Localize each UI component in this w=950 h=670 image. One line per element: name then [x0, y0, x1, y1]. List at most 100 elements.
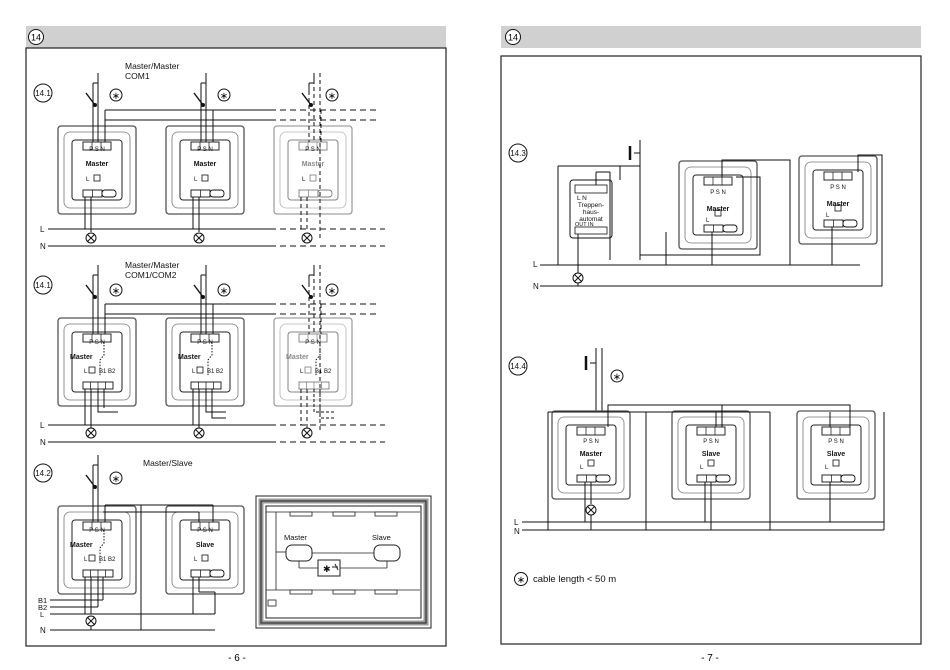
svg-text:L: L: [84, 557, 88, 563]
svg-text:L: L: [40, 421, 45, 430]
diagram-14-2: 14.2 Master/Slave ∗ Master P S N L B1 B2…: [33, 454, 245, 635]
svg-text:∗: ∗: [220, 286, 228, 297]
diagram-14-3: 14.3 L N Treppen- haus- automat OUT IN M…: [508, 140, 883, 291]
svg-text:L: L: [40, 225, 45, 234]
cable-length-star-icon: [109, 283, 123, 297]
svg-text:L: L: [826, 213, 830, 219]
section-number-left: 14: [31, 33, 41, 43]
svg-text:P S N: P S N: [197, 340, 213, 346]
plan-master-label: Master: [284, 533, 307, 542]
cable-length-star-icon: [109, 471, 123, 485]
diagram-14-1-a: 14.1 Master/Master COM1 ∗ ∗ ∗ Master P S…: [33, 61, 385, 251]
svg-text:N: N: [40, 242, 46, 251]
svg-text:L: L: [194, 177, 198, 183]
svg-text:L: L: [825, 465, 829, 471]
svg-text:Slave: Slave: [827, 451, 845, 458]
diagram-title: Master/Master: [125, 61, 179, 71]
svg-text:N: N: [40, 626, 46, 635]
svg-text:∗: ∗: [613, 372, 621, 383]
cable-length-star-icon: [325, 88, 339, 102]
svg-text:∗: ∗: [517, 575, 525, 586]
svg-text:L: L: [706, 218, 710, 224]
diagram-label: 14.1: [35, 89, 51, 98]
building-plan-illustration: Master Slave ✱: [255, 495, 432, 629]
svg-text:L: L: [84, 369, 88, 375]
svg-text:P S N: P S N: [305, 340, 321, 346]
svg-text:∗: ∗: [112, 474, 120, 485]
right-page: 14 - 7 -: [500, 26, 922, 664]
diagram-title-line2: COM1/COM2: [125, 270, 177, 280]
svg-text:L: L: [40, 610, 44, 619]
svg-text:Slave: Slave: [702, 451, 720, 458]
svg-text:L: L: [514, 518, 519, 527]
svg-text:Master: Master: [707, 206, 730, 213]
svg-text:P S N: P S N: [583, 439, 599, 445]
svg-text:Master: Master: [580, 451, 603, 458]
svg-text:B2: B2: [38, 603, 47, 612]
cable-length-star-icon: [514, 572, 528, 586]
svg-text:P S N: P S N: [89, 340, 105, 346]
diagram-label: 14.1: [35, 281, 51, 290]
diagram-title: Master/Master: [125, 260, 179, 270]
page-number-right: - 7 -: [701, 653, 719, 664]
cable-length-star-icon: [325, 283, 339, 297]
svg-text:Master: Master: [286, 354, 309, 361]
svg-text:N: N: [514, 527, 520, 536]
timer-label-line3: automat: [579, 216, 603, 223]
timer-terminals-top: L N: [577, 195, 587, 202]
cable-length-star-icon: [109, 88, 123, 102]
diagram-title: Master/Slave: [143, 458, 193, 468]
svg-text:N: N: [40, 438, 46, 447]
cable-length-star-icon: [217, 283, 231, 297]
svg-text:P S N: P S N: [710, 190, 726, 196]
svg-text:Master: Master: [194, 161, 217, 168]
svg-text:∗: ∗: [328, 286, 336, 297]
svg-text:L: L: [700, 465, 704, 471]
cable-length-legend: ∗ cable length < 50 m: [514, 572, 616, 586]
svg-text:L: L: [300, 369, 304, 375]
svg-text:P S N: P S N: [703, 439, 719, 445]
svg-text:L: L: [194, 557, 198, 563]
svg-text:Master: Master: [70, 542, 93, 549]
svg-text:B1: B1: [38, 596, 47, 605]
legend-text: cable length < 50 m: [533, 574, 616, 585]
svg-text:P S N: P S N: [197, 528, 213, 534]
svg-text:P S N: P S N: [830, 185, 846, 191]
svg-text:∗: ∗: [220, 91, 228, 102]
svg-text:B1 B2: B1 B2: [99, 369, 116, 375]
timer-terminals-bottom: OUT IN: [575, 222, 594, 228]
svg-text:L: L: [533, 260, 538, 269]
section-number-right: 14: [508, 33, 518, 43]
svg-text:∗: ∗: [328, 91, 336, 102]
plan-slave-label: Slave: [372, 533, 391, 542]
svg-text:L: L: [580, 465, 584, 471]
svg-text:P S N: P S N: [89, 528, 105, 534]
timer-label-line1: Treppen-: [578, 202, 604, 209]
left-page: 14 - 6 -: [25, 26, 447, 664]
timer-label-line2: haus-: [583, 209, 599, 216]
svg-text:N: N: [533, 282, 539, 291]
svg-text:Master: Master: [86, 161, 109, 168]
cable-length-star-icon: [217, 88, 231, 102]
svg-text:P S N: P S N: [197, 147, 213, 153]
sun-sensor-icon: ✱: [323, 564, 331, 574]
svg-text:Master: Master: [827, 201, 850, 208]
svg-text:L: L: [192, 369, 196, 375]
diagram-label: 14.4: [510, 362, 526, 371]
svg-text:P S N: P S N: [828, 439, 844, 445]
diagram-title-line2: COM1: [125, 71, 150, 81]
diagram-14-1-b: 14.1 Master/Master COM1/COM2 ∗ ∗ ∗ Maste…: [33, 260, 385, 447]
svg-text:B1 B2: B1 B2: [207, 369, 224, 375]
svg-text:Slave: Slave: [196, 542, 214, 549]
cable-length-star-icon: [610, 369, 624, 383]
svg-text:∗: ∗: [112, 286, 120, 297]
svg-text:B1 B2: B1 B2: [315, 369, 332, 375]
svg-text:P S N: P S N: [89, 147, 105, 153]
svg-text:∗: ∗: [112, 91, 120, 102]
svg-text:L: L: [302, 177, 306, 183]
diagram-label: 14.3: [510, 149, 526, 158]
page-number-left: - 6 -: [228, 653, 246, 664]
svg-text:Master: Master: [70, 354, 93, 361]
svg-text:Master: Master: [178, 354, 201, 361]
